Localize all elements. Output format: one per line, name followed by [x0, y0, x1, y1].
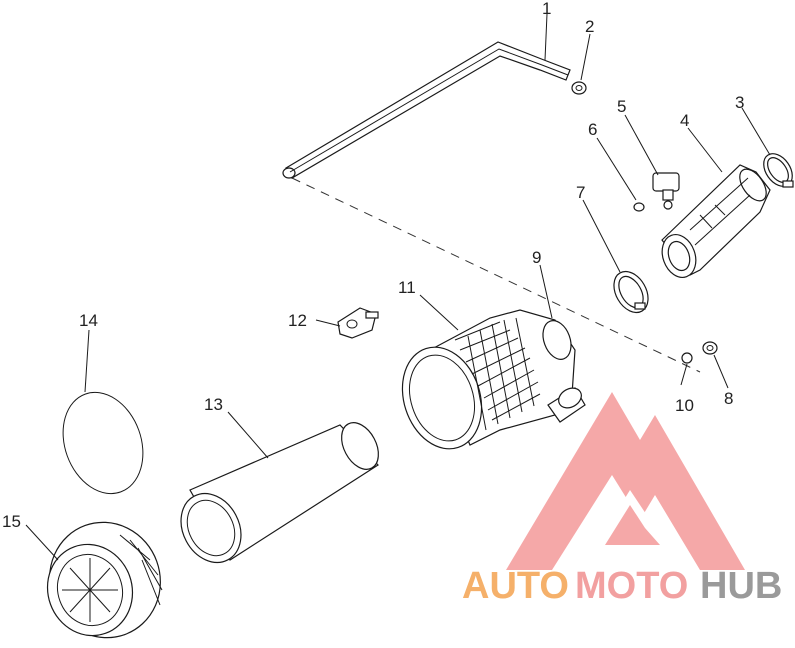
- callout-4: 4: [680, 111, 689, 130]
- part-fitting: [702, 341, 718, 355]
- callout-12: 12: [288, 311, 307, 330]
- part-sensor: [652, 172, 680, 210]
- part-cap: [571, 81, 587, 95]
- part-filter-housing: [401, 309, 586, 450]
- callout-13: 13: [204, 395, 223, 414]
- callout-1: 1: [542, 0, 551, 18]
- callout-15: 15: [2, 512, 21, 531]
- part-filter-element: [180, 422, 379, 563]
- watermark-logo: [506, 392, 745, 570]
- callout-2: 2: [585, 17, 594, 36]
- callout-6: 6: [588, 120, 597, 139]
- part-clamp-upper: [763, 153, 794, 188]
- watermark-auto: AUTO: [462, 565, 569, 607]
- callout-11: 11: [398, 278, 416, 297]
- part-gasket-ring: [62, 391, 144, 495]
- part-cover-cap: [46, 521, 163, 639]
- callout-5: 5: [617, 97, 626, 116]
- callout-8: 8: [724, 389, 733, 408]
- callout-7: 7: [576, 183, 585, 202]
- part-tube: [282, 41, 571, 179]
- part-bracket: [337, 307, 379, 339]
- callout-labels: 1 2 3 4 5 6 7 8 9 10 11 12 13 14 15: [2, 0, 744, 531]
- part-grommet: [633, 202, 645, 212]
- callout-9: 9: [532, 248, 541, 267]
- callout-14: 14: [79, 311, 98, 330]
- leader-lines: [25, 13, 771, 561]
- callout-3: 3: [735, 93, 744, 112]
- assembly-axis-line: [291, 177, 701, 373]
- watermark-wordmark: AUTO MOTO HUB: [462, 565, 782, 607]
- watermark-hub: HUB: [700, 565, 782, 607]
- callout-10: 10: [675, 396, 694, 415]
- part-elbow-duct: [661, 164, 771, 278]
- part-clamp-middle: [613, 270, 649, 314]
- part-nipple: [681, 352, 693, 364]
- watermark-moto: MOTO: [575, 565, 688, 607]
